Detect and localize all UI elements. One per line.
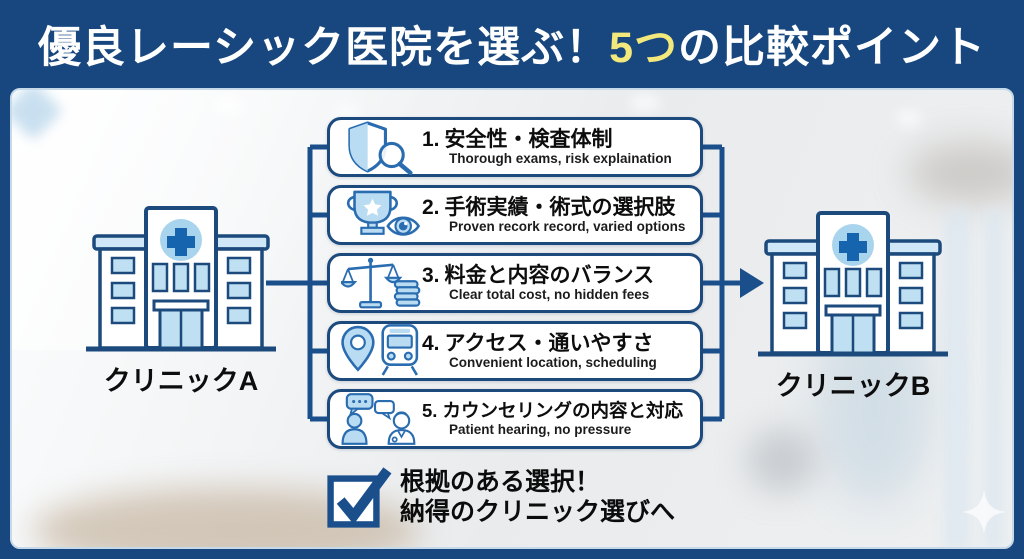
clinic-building-icon bbox=[757, 203, 949, 358]
checkbox-check-icon bbox=[326, 462, 392, 530]
point-subtitle: Thorough exams, risk explaination bbox=[449, 151, 672, 167]
point-box-1: 1.安全性・検査体制 Thorough exams, risk explaina… bbox=[327, 117, 703, 177]
point-box-2: 2.手術実績・術式の選択肢 Proven recork record, vari… bbox=[327, 185, 703, 245]
point-title: 5.カウンセリングの内容と対応 bbox=[422, 400, 683, 422]
title-text-1: 優良レーシック医院を選ぶ！ bbox=[37, 24, 610, 72]
ceiling-light bbox=[334, 106, 360, 119]
door-frame-blur bbox=[984, 210, 1004, 547]
photo-object-blur bbox=[747, 428, 817, 493]
clinic-a-label: クリニックA bbox=[103, 366, 259, 396]
point-subtitle: Clear total cost, no hidden fees bbox=[449, 287, 650, 303]
clinic-a: クリニックA bbox=[85, 198, 277, 398]
scale-coins-icon bbox=[340, 254, 422, 312]
clinic-building-icon bbox=[85, 198, 277, 353]
conclusion-line-2: 納得のクリニック選びへ bbox=[400, 497, 676, 526]
point-title: 1.安全性・検査体制 bbox=[422, 127, 613, 151]
point-title: 4.アクセス・通いやすさ bbox=[422, 331, 654, 355]
counseling-icon bbox=[340, 391, 422, 447]
point-box-3: 3.料金と内容のバランス Clear total cost, no hidden… bbox=[327, 253, 703, 313]
clinic-b: クリニックB bbox=[757, 203, 949, 403]
ceiling-light bbox=[212, 98, 246, 114]
point-title: 3.料金と内容のバランス bbox=[422, 263, 655, 287]
shield-magnifier-icon bbox=[340, 119, 422, 175]
point-subtitle: Patient hearing, no pressure bbox=[449, 421, 632, 437]
page-title: 優良レーシック医院を選ぶ！5つの比較ポイント bbox=[38, 13, 986, 75]
ceiling-light bbox=[896, 112, 922, 125]
ceiling-light bbox=[630, 96, 660, 110]
title-highlight: 5つ bbox=[609, 24, 679, 72]
door-frame-blur bbox=[944, 210, 970, 547]
point-title: 2.手術実績・術式の選択肢 bbox=[422, 195, 676, 219]
title-text-2: の比較ポイント bbox=[678, 24, 987, 72]
trophy-eye-icon bbox=[340, 187, 422, 243]
point-box-5: 5.カウンセリングの内容と対応 Patient hearing, no pres… bbox=[327, 389, 703, 449]
point-subtitle: Proven recork record, varied options bbox=[449, 219, 686, 235]
sparkle-icon bbox=[962, 490, 1006, 534]
title-banner: 優良レーシック医院を選ぶ！5つの比較ポイント bbox=[0, 0, 1024, 88]
point-box-4: 4.アクセス・通いやすさ Convenient location, schedu… bbox=[327, 321, 703, 381]
map-pin-train-icon bbox=[340, 322, 422, 380]
point-subtitle: Convenient location, scheduling bbox=[449, 355, 657, 371]
conclusion: 根拠のある選択！ 納得のクリニック選びへ bbox=[326, 462, 675, 530]
conclusion-line-1: 根拠のある選択！ bbox=[400, 468, 601, 496]
photo-wall-blur bbox=[907, 142, 1012, 204]
clinic-b-label: クリニックB bbox=[775, 371, 931, 401]
